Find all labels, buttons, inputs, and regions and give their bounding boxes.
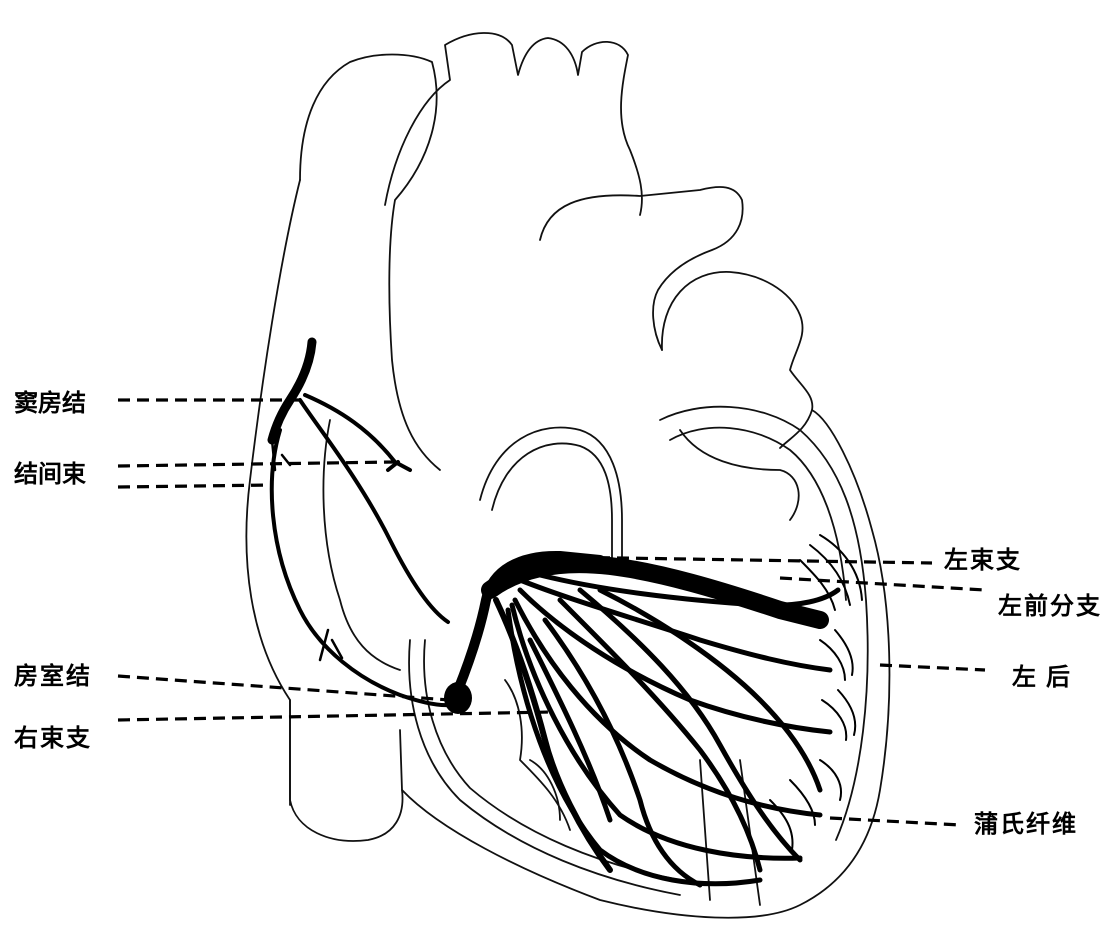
label-purkinje-fibers: 蒲氏纤维 xyxy=(974,812,1078,836)
label-internodal-tract: 结间束 xyxy=(14,462,86,486)
label-left-posterior: 左后 xyxy=(1012,665,1080,689)
leader-right-bundle-branch xyxy=(118,712,552,720)
sa-node-mark xyxy=(272,342,312,440)
heart-outline xyxy=(246,33,889,918)
left-bundle-branch-mark xyxy=(490,564,820,620)
purkinje-network xyxy=(508,575,838,885)
label-left-bundle-branch: 左束支 xyxy=(944,548,1022,572)
leader-left-posterior xyxy=(880,665,985,670)
leader-purkinje-fibers xyxy=(830,818,960,825)
conduction-system xyxy=(272,342,862,885)
label-sinoatrial-node: 窦房结 xyxy=(14,391,86,415)
label-av-node: 房室结 xyxy=(14,664,92,688)
internodal-tract-middle xyxy=(300,400,448,622)
leader-internodal-tract-1 xyxy=(118,462,395,466)
label-left-anterior-fascicle: 左前分支 xyxy=(998,594,1102,618)
label-right-bundle-branch: 右束支 xyxy=(14,726,92,750)
